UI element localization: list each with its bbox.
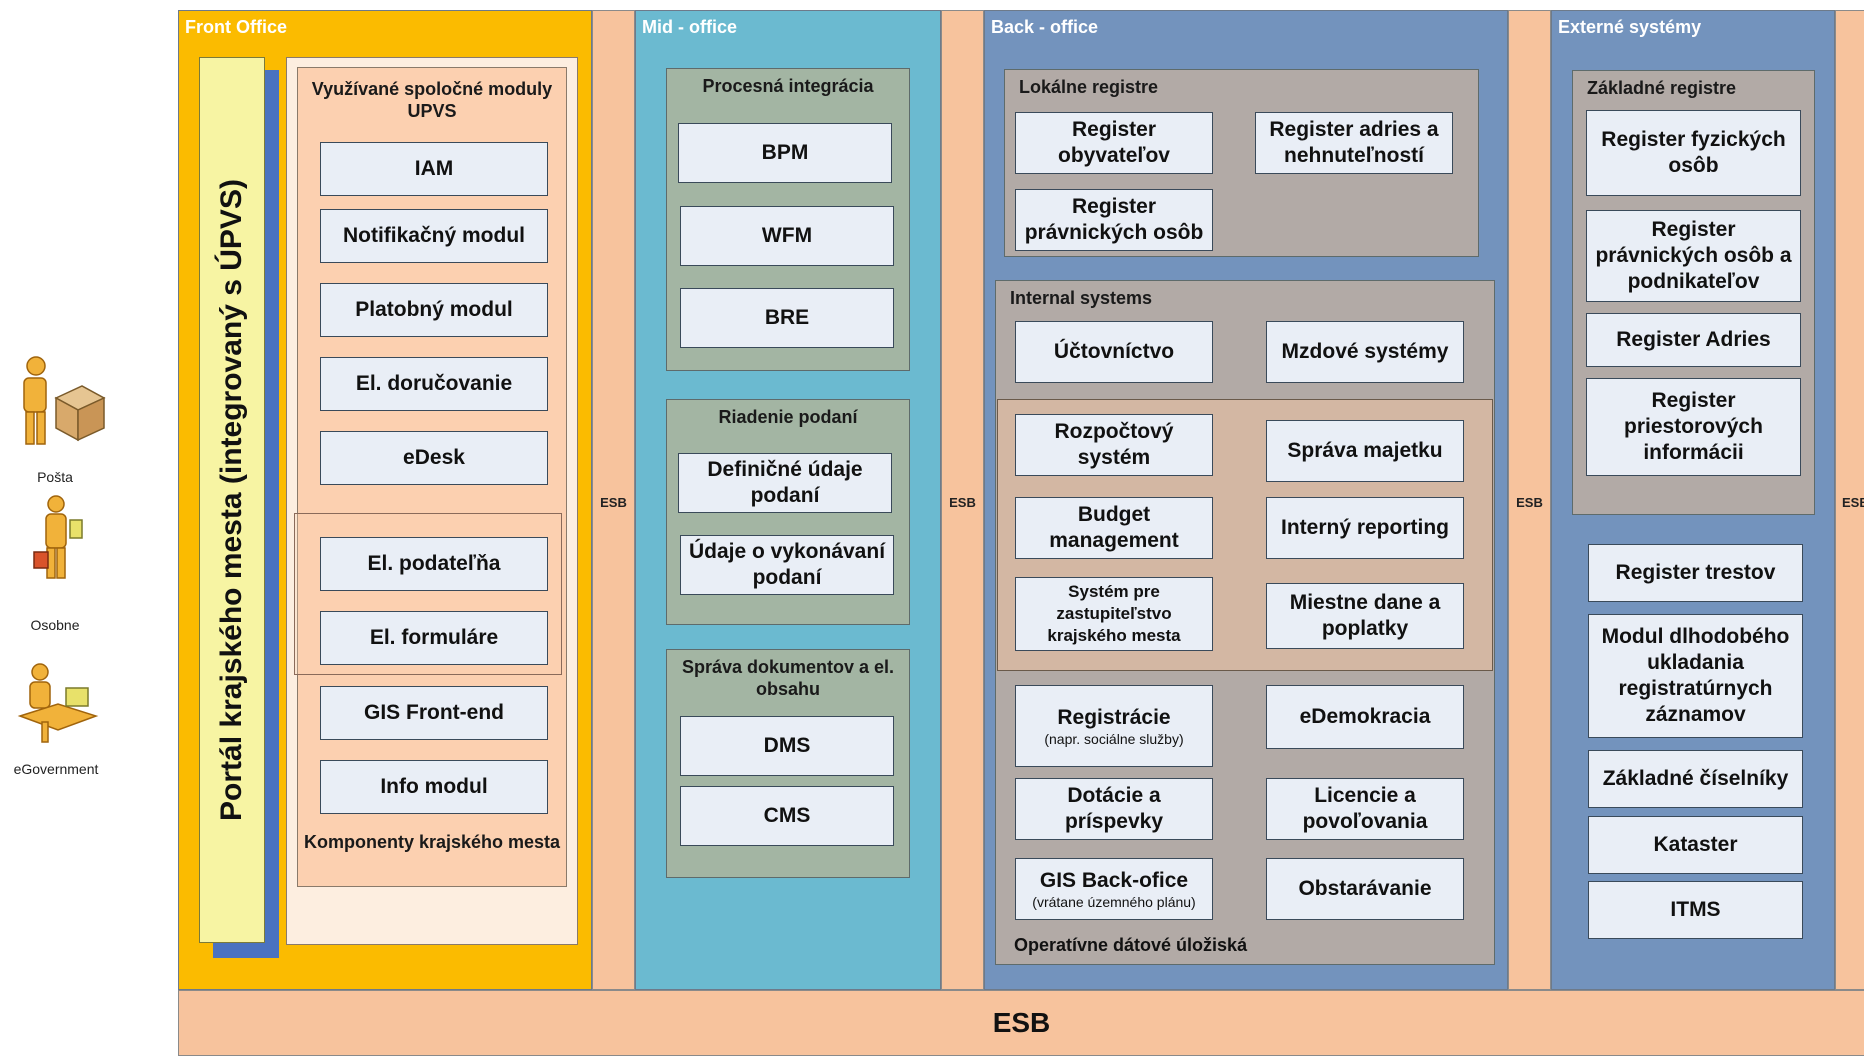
register-adries[interactable]: Register Adries [1586, 313, 1801, 367]
module-udaje-o-vykonavani[interactable]: Údaje o vykonávaní podaní [680, 535, 894, 595]
system-edemokracia[interactable]: eDemokracia [1266, 685, 1464, 749]
module-platobny[interactable]: Platobný modul [320, 283, 548, 337]
group-procesna-integracia-title: Procesná integrácia [702, 76, 874, 96]
group-sprava-dokumentov-title: Správa dokumentov a el. obsahu [681, 657, 895, 699]
actor-label-osobne: Osobne [30, 617, 80, 633]
register-adries-nehnutelnosti[interactable]: Register adries a nehnuteľností [1255, 112, 1453, 174]
module-el-formulare[interactable]: El. formuláre [320, 611, 548, 665]
back-office-title: Back - office [991, 17, 1099, 37]
actor-osobne: Osobne [4, 492, 106, 633]
actor-label-egovernment: eGovernment [13, 761, 99, 777]
module-dms[interactable]: DMS [680, 716, 894, 776]
module-edesk[interactable]: eDesk [320, 431, 548, 485]
system-budget-management[interactable]: Budget management [1015, 497, 1213, 559]
external-systems-title: Externé systémy [1558, 17, 1702, 37]
system-zastupitelstvo[interactable]: Systém pre zastupiteľstvo krajského mest… [1015, 577, 1213, 651]
system-gis-back-office[interactable]: GIS Back-ofice (vrátane územného plánu) [1015, 858, 1213, 920]
actor-posta: Pošta [4, 350, 106, 490]
register-pravnickych-osob-local[interactable]: Register právnických osôb [1015, 189, 1213, 251]
system-gis-back-office-title: GIS Back-ofice [1039, 868, 1189, 892]
zakladne-ciselniky[interactable]: Základné číselníky [1588, 750, 1803, 808]
esb-bus: ESB [178, 990, 1864, 1056]
module-el-podatelna[interactable]: El. podateľňa [320, 537, 548, 591]
group-internal-systems-title: Internal systems [1010, 288, 1153, 308]
system-interny-reporting[interactable]: Interný reporting [1266, 497, 1464, 559]
register-priestorovych-informacii[interactable]: Register priestorových informácii [1586, 378, 1801, 476]
group-riadenie-podani-title: Riadenie podaní [718, 407, 858, 427]
esb-strip-1: ESB [592, 10, 635, 990]
group-lokalne-registre-title: Lokálne registre [1019, 77, 1159, 97]
system-miestne-dane[interactable]: Miestne dane a poplatky [1266, 583, 1464, 649]
register-fyzickych-osob[interactable]: Register fyzických osôb [1586, 110, 1801, 196]
module-definicne-udaje[interactable]: Definičné údaje podaní [678, 453, 892, 513]
module-bpm[interactable]: BPM [678, 123, 892, 183]
kataster[interactable]: Kataster [1588, 816, 1803, 874]
upvs-group-title: Využívané spoločné moduly UPVS [311, 79, 553, 121]
module-cms[interactable]: CMS [680, 786, 894, 846]
actor-label-posta: Pošta [37, 469, 73, 485]
group-zakladne-registre-title: Základné registre [1587, 78, 1737, 98]
system-registracie[interactable]: Registrácie (napr. sociálne služby) [1015, 685, 1213, 767]
actor-egovernment: eGovernment [0, 660, 112, 780]
modul-dlhodobeho-ukladania[interactable]: Modul dlhodobého ukladania registratúrny… [1588, 614, 1803, 738]
itms[interactable]: ITMS [1588, 881, 1803, 939]
esb-strip-2-label: ESB [949, 495, 976, 510]
person-at-computer-icon [17, 663, 99, 743]
system-sprava-majetku[interactable]: Správa majetku [1266, 420, 1464, 482]
module-wfm[interactable]: WFM [680, 206, 894, 266]
system-dotacie[interactable]: Dotácie a príspevky [1015, 778, 1213, 840]
register-obyvatelov[interactable]: Register obyvateľov [1015, 112, 1213, 174]
register-pravnickych-osob-podnikatelov[interactable]: Register právnických osôb a podnikateľov [1586, 210, 1801, 302]
module-bre[interactable]: BRE [680, 288, 894, 348]
system-obstaravanie[interactable]: Obstarávanie [1266, 858, 1464, 920]
portal-bar: Portál krajského mesta (integrovaný s ÚP… [199, 57, 265, 943]
system-rozpoctovy[interactable]: Rozpočtový systém [1015, 414, 1213, 476]
portal-label: Portál krajského mesta (integrovaný s ÚP… [215, 179, 248, 821]
module-el-dorucovanie[interactable]: El. doručovanie [320, 357, 548, 411]
front-office-title: Front Office [185, 17, 287, 37]
system-uctovnictvo[interactable]: Účtovníctvo [1015, 321, 1213, 383]
module-gis-front-end[interactable]: GIS Front-end [320, 686, 548, 740]
system-gis-back-office-note: (vrátane územného plánu) [1032, 893, 1196, 910]
module-iam[interactable]: IAM [320, 142, 548, 196]
esb-strip-3-label: ESB [1516, 495, 1543, 510]
operational-storage-label: Operatívne dátové úložiská [1014, 935, 1248, 955]
system-registracie-note: (napr. sociálne služby) [1044, 730, 1184, 747]
person-with-package-icon [23, 356, 106, 445]
module-notifikacny[interactable]: Notifikačný modul [320, 209, 548, 263]
esb-strip-4: ESB [1835, 10, 1864, 990]
system-mzdove[interactable]: Mzdové systémy [1266, 321, 1464, 383]
components-caption: Komponenty krajského mesta [303, 832, 561, 852]
module-info[interactable]: Info modul [320, 760, 548, 814]
esb-bus-label: ESB [992, 1007, 1051, 1038]
person-with-briefcase-icon [33, 495, 83, 579]
esb-strip-1-label: ESB [600, 495, 627, 510]
system-registracie-title: Registrácie [1057, 705, 1171, 729]
register-trestov[interactable]: Register trestov [1588, 544, 1803, 602]
esb-strip-4-label: ESB [1842, 495, 1864, 510]
esb-strip-3: ESB [1508, 10, 1551, 990]
mid-office-title: Mid - office [642, 17, 737, 37]
system-licencie[interactable]: Licencie a povoľovania [1266, 778, 1464, 840]
esb-strip-2: ESB [941, 10, 984, 990]
